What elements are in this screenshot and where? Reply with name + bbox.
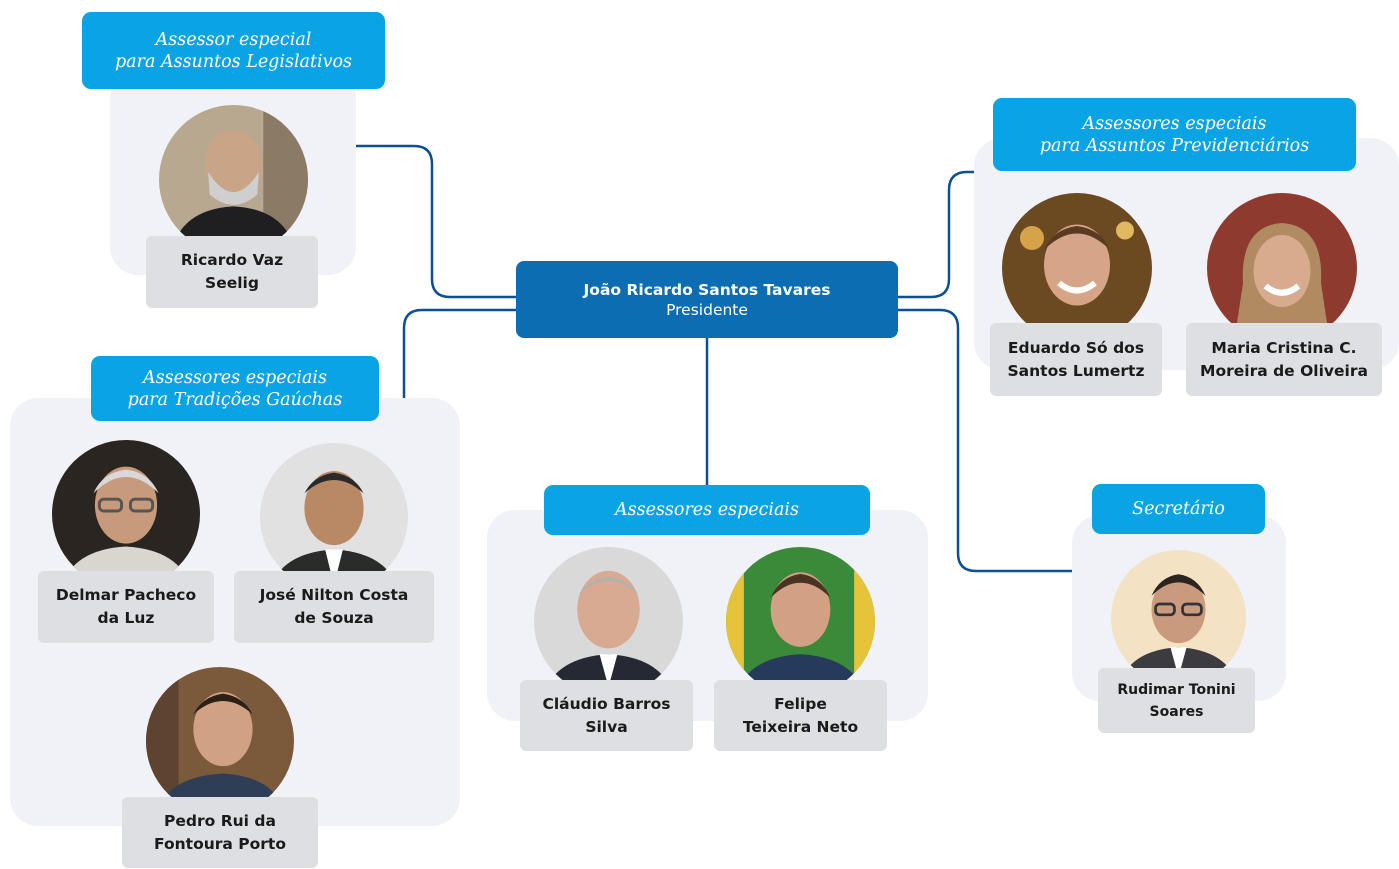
member-name-line2: Moreira de Oliveira — [1200, 361, 1368, 380]
member-photo-rudimar — [1111, 550, 1246, 685]
member-name-line2: de Souza — [294, 609, 374, 627]
member-name-card: Maria Cristina C. Moreira de Oliveira — [1186, 323, 1382, 396]
member-name-card: Ricardo Vaz Seelig — [146, 236, 318, 308]
person-portrait-icon — [52, 440, 200, 588]
group-title-legislativos: Assessor especial para Assuntos Legislat… — [82, 12, 385, 89]
member-name-line1: José Nilton Costa — [259, 586, 409, 604]
member-photo-maria — [1207, 193, 1357, 343]
member-name-line2: Silva — [585, 717, 628, 736]
member-name-card: Cláudio Barros Silva — [520, 680, 693, 751]
member-name-line1: Ricardo Vaz — [180, 251, 284, 269]
group-title-previdenciarios: Assessores especiais para Assuntos Previ… — [993, 98, 1356, 171]
member-name-line1: Maria Cristina C. — [1211, 338, 1357, 357]
group-title-secretario: Secretário — [1092, 484, 1265, 534]
person-portrait-icon — [534, 547, 683, 696]
member-name-card: Eduardo Só dos Santos Lumertz — [990, 323, 1162, 396]
person-portrait-icon — [726, 547, 875, 696]
member-photo-delmar — [52, 440, 200, 588]
member-photo-felipe — [726, 547, 875, 696]
group-title-line1: Assessores especiais — [1082, 113, 1267, 134]
member-name-line2: da Luz — [97, 609, 155, 627]
member-photo-ricardo — [159, 105, 308, 254]
member-photo-pedro — [146, 667, 294, 815]
president-role: Presidente — [666, 300, 748, 319]
person-portrait-icon — [159, 105, 308, 254]
member-name-line2: Teixeira Neto — [742, 717, 859, 736]
person-portrait-icon — [146, 667, 294, 815]
member-name-line1: Delmar Pacheco — [55, 586, 197, 604]
person-portrait-icon — [1002, 193, 1152, 343]
member-name-card: Rudimar Tonini Soares — [1098, 668, 1255, 733]
member-name-card: José Nilton Costa de Souza — [234, 571, 434, 643]
president-name: João Ricardo Santos Tavares — [583, 280, 831, 299]
member-name-line1: Felipe — [774, 694, 827, 713]
group-title-especiais: Assessores especiais — [544, 485, 870, 535]
group-title-tradicoes: Assessores especiais para Tradições Gaúc… — [91, 356, 379, 421]
president-box: João Ricardo Santos Tavares Presidente — [516, 261, 898, 338]
member-name-card: Felipe Teixeira Neto — [714, 680, 887, 751]
group-title-line2: para Assuntos Previdenciários — [1039, 135, 1310, 156]
person-portrait-icon — [260, 443, 408, 591]
connector-legislativos — [356, 144, 516, 299]
group-title-line1: Assessores especiais — [142, 367, 328, 388]
person-portrait-icon — [1207, 193, 1357, 343]
connector-tradicoes — [402, 308, 516, 398]
person-portrait-icon — [1111, 550, 1246, 685]
group-title-line2: para Assuntos Legislativos — [114, 51, 353, 72]
member-photo-claudio — [534, 547, 683, 696]
member-photo-eduardo — [1002, 193, 1152, 343]
group-title-line2: para Tradições Gaúchas — [127, 389, 343, 410]
member-name-card: Delmar Pacheco da Luz — [38, 571, 214, 643]
connector-previdenciarios — [898, 170, 975, 299]
member-name-line1: Cláudio Barros — [542, 694, 671, 713]
group-title-line1: Assessores especiais — [614, 500, 800, 520]
member-name-line2: Santos Lumertz — [1007, 361, 1145, 380]
member-name-line2: Soares — [1149, 703, 1204, 720]
member-name-line2: Seelig — [205, 274, 259, 292]
member-name-line1: Rudimar Tonini — [1117, 681, 1236, 698]
member-name-line2: Fontoura Porto — [154, 834, 286, 853]
group-title-line1: Assessor especial — [155, 29, 312, 50]
group-title-line1: Secretário — [1132, 499, 1225, 519]
member-name-line1: Pedro Rui da — [164, 811, 276, 830]
member-name-line1: Eduardo Só dos — [1007, 338, 1145, 357]
member-photo-jose — [260, 443, 408, 591]
member-name-card: Pedro Rui da Fontoura Porto — [122, 797, 318, 868]
